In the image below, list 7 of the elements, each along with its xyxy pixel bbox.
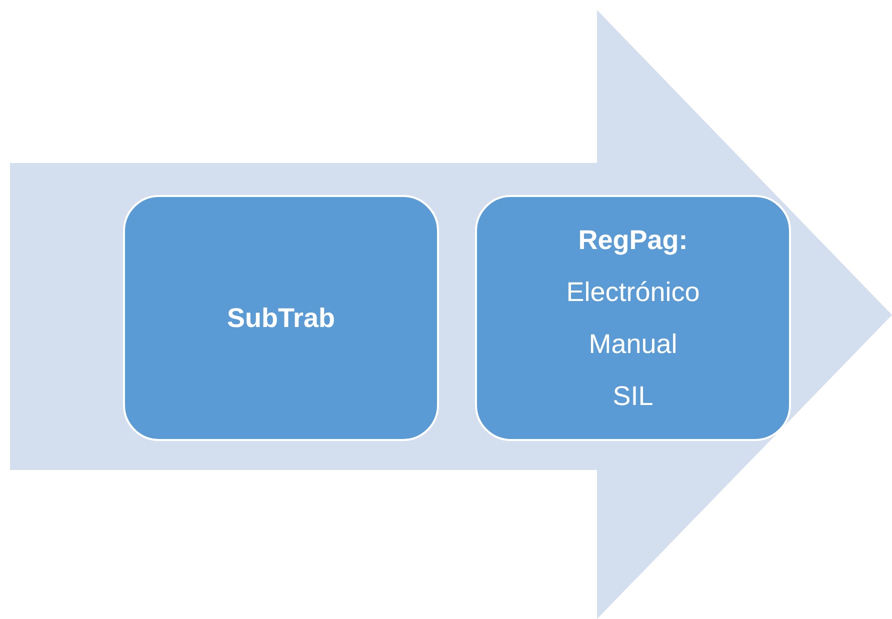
- box-text: Manual: [588, 328, 678, 361]
- process-box: [475, 195, 791, 441]
- box-heading: SubTrab: [226, 302, 335, 335]
- box-text: SIL: [612, 380, 654, 413]
- box-heading: RegPag:: [578, 224, 688, 257]
- box-text: Electrónico: [566, 276, 700, 309]
- process-box: [123, 195, 439, 441]
